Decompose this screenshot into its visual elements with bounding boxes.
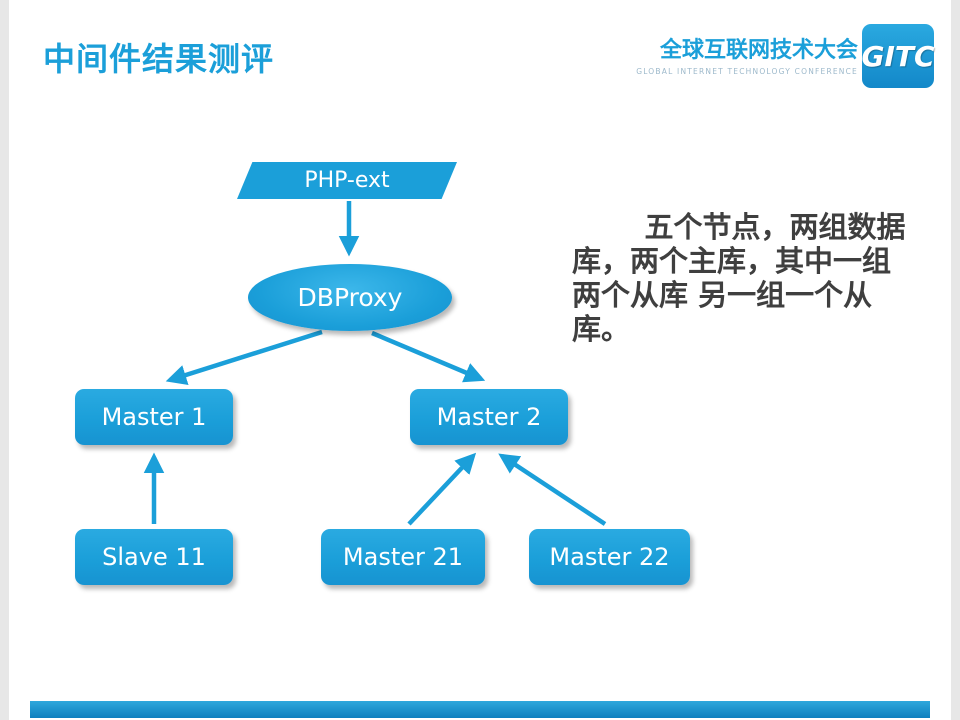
annotation-line: 两个从库 另一组一个从 — [572, 278, 873, 312]
edge-dbproxy-master1 — [165, 329, 323, 385]
slide-left-margin — [0, 0, 9, 720]
logo-chinese-name: 全球互联网技术大会 — [659, 38, 858, 63]
logo-text: 全球互联网技术大会 GLOBAL INTERNET TECHNOLOGY CON… — [636, 32, 858, 76]
edge-master22-master2 — [498, 453, 607, 526]
node-master-1: Master 1 — [75, 389, 233, 445]
annotation-line: 库。 — [572, 312, 631, 346]
node-master-21: Master 21 — [321, 529, 485, 585]
annotation-text: 五个节点，两组数据 库，两个主库，其中一组 两个从库 另一组一个从 库。 — [572, 210, 922, 346]
conference-logo: 全球互联网技术大会 GLOBAL INTERNET TECHNOLOGY CON… — [620, 24, 938, 90]
node-master-22: Master 22 — [529, 529, 690, 585]
node-master-2: Master 2 — [410, 389, 568, 445]
logo-english-name: GLOBAL INTERNET TECHNOLOGY CONFERENCE — [636, 67, 858, 76]
slide-right-margin — [951, 0, 960, 720]
annotation-line: 五个节点，两组数据 — [644, 210, 906, 244]
node-slave-11: Slave 11 — [75, 529, 233, 585]
page-title: 中间件结果测评 — [43, 40, 275, 78]
annotation-line: 库，两个主库，其中一组 — [572, 244, 892, 278]
edge-dbproxy-master2 — [371, 330, 486, 383]
node-dbproxy: DBProxy — [248, 264, 452, 331]
footer-accent-bar — [30, 701, 930, 718]
edge-master21-master2 — [407, 452, 477, 526]
gitc-logo-icon: GITC — [861, 24, 935, 88]
node-php-ext: PHP-ext — [237, 162, 457, 199]
